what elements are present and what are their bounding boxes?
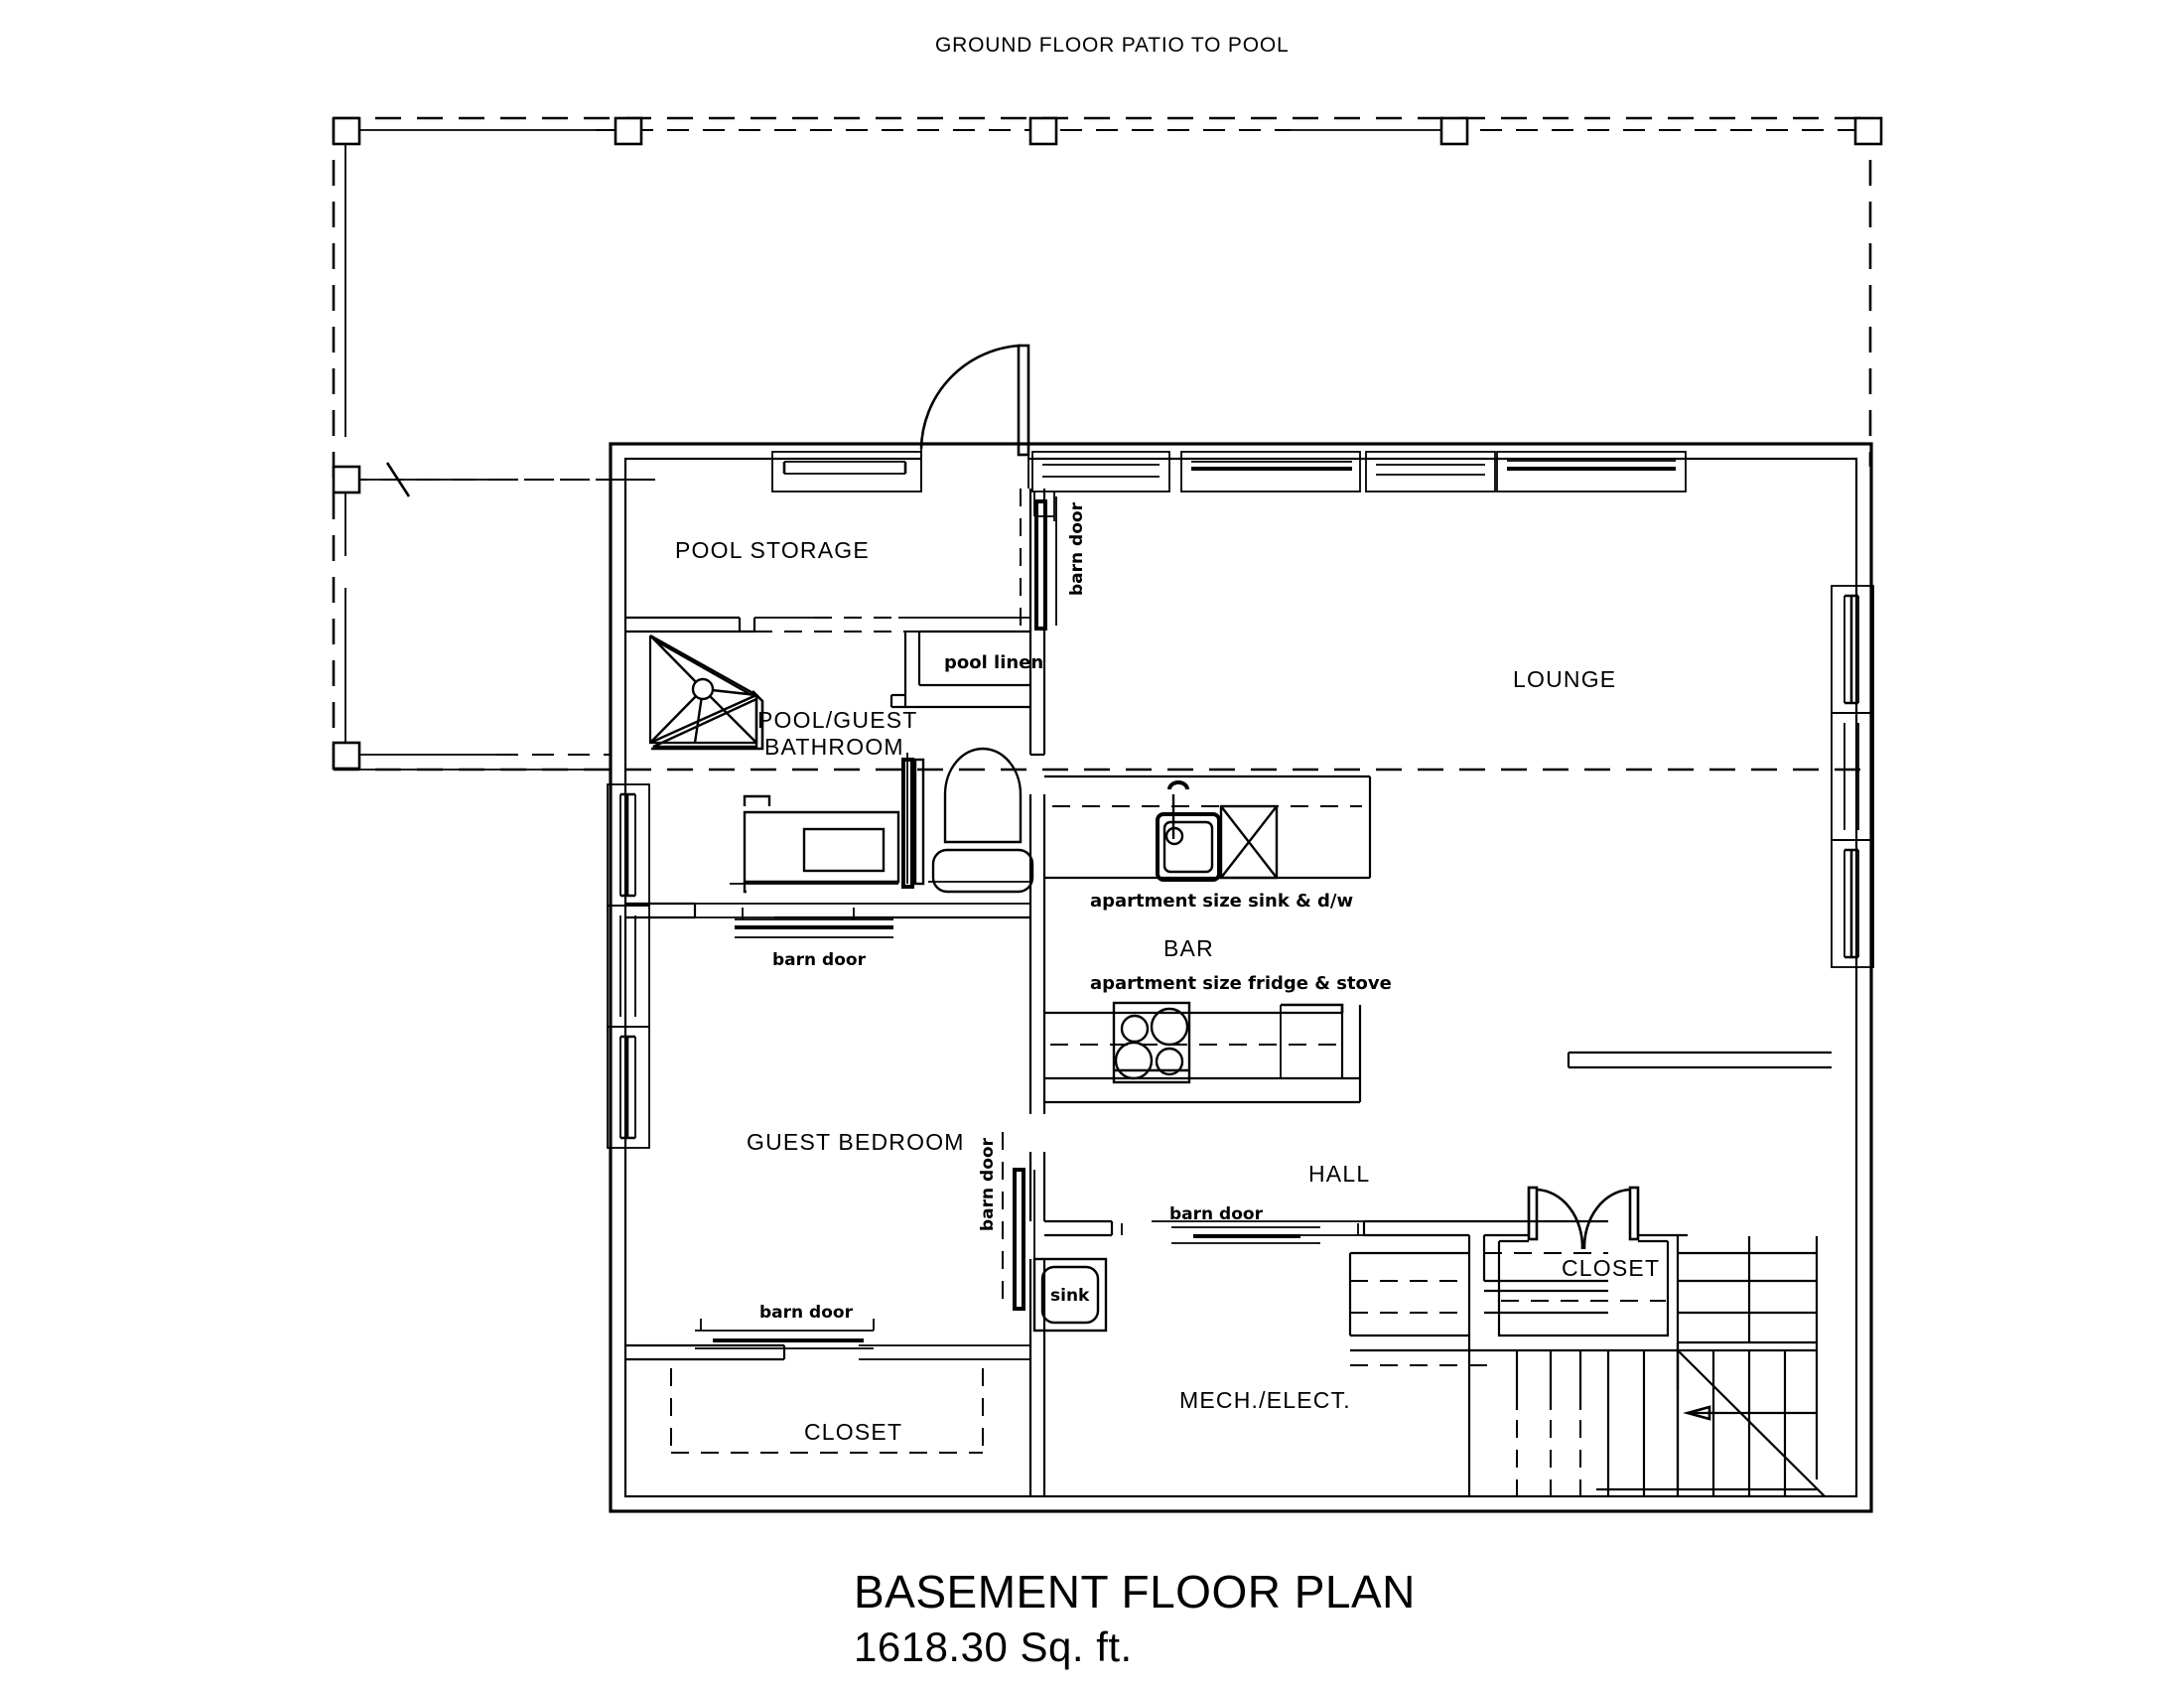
toilet xyxy=(901,747,1034,894)
corner-shower xyxy=(648,633,764,751)
barn-door-label: barn door xyxy=(1067,501,1087,596)
room-label-pool-guest-bath-1: POOL/GUEST xyxy=(757,707,918,733)
left-wall-windows xyxy=(607,783,650,1149)
utility-sink: sink xyxy=(1032,1257,1108,1333)
barn-door-label: barn door xyxy=(978,1137,998,1231)
bedroom-closet-shelf xyxy=(670,1368,984,1454)
closet-double-swing-left[interactable] xyxy=(1536,1188,1584,1250)
room-label-pool-storage: POOL STORAGE xyxy=(675,537,870,563)
stair-run xyxy=(1489,1236,1826,1509)
pool-linen-label: pool linen xyxy=(944,652,1043,673)
room-label-guest-bedroom: GUEST BEDROOM xyxy=(747,1129,965,1155)
building-envelope xyxy=(609,442,1873,1513)
bar-counter xyxy=(1044,774,1372,880)
room-label-mech-elect: MECH./ELECT. xyxy=(1179,1387,1351,1413)
barn-door-label: barn door xyxy=(772,950,867,970)
mech-equipment xyxy=(1348,1251,1608,1366)
barn-door-label: barn door xyxy=(759,1303,854,1323)
hall-closet xyxy=(1484,1186,1688,1337)
sink-dw-note: apartment size sink & d/w xyxy=(1090,891,1353,912)
right-wall-windows xyxy=(1831,585,1874,968)
dishwasher xyxy=(1219,804,1279,880)
barn-door-bedroom-hall[interactable]: barn door xyxy=(978,1132,1035,1311)
top-wall-openings xyxy=(771,344,1687,521)
sink-label: sink xyxy=(1050,1286,1090,1306)
ground-floor-patio-note: GROUND FLOOR PATIO TO POOL xyxy=(935,34,1289,57)
barn-door-bedroom-closet[interactable]: barn door xyxy=(695,1303,875,1349)
page-title: BASEMENT FLOOR PLAN xyxy=(854,1566,1416,1618)
room-label-bar: BAR xyxy=(1163,935,1214,961)
room-label-closet-bedroom: CLOSET xyxy=(804,1419,902,1445)
barn-door-mech[interactable]: barn door xyxy=(1121,1204,1359,1244)
interior-partitions xyxy=(625,489,1832,1496)
closet-double-swing-right[interactable] xyxy=(1582,1188,1631,1250)
barn-door-label: barn door xyxy=(1169,1204,1264,1224)
room-label-lounge: LOUNGE xyxy=(1513,666,1616,692)
room-label-hall: HALL xyxy=(1308,1161,1370,1187)
fridge-stove-note: apartment size fridge & stove xyxy=(1090,973,1392,994)
area-label: 1618.30 Sq. ft. xyxy=(854,1623,1133,1670)
entry-swing-door[interactable] xyxy=(919,344,1030,457)
bar-sink xyxy=(1156,780,1221,882)
kitchenette-counter xyxy=(1044,1001,1362,1104)
room-label-closet-hall: CLOSET xyxy=(1562,1255,1660,1281)
barn-door-bathroom[interactable]: barn door xyxy=(735,908,893,970)
barn-door-pool-storage[interactable]: barn door xyxy=(1020,489,1087,635)
room-label-pool-guest-bath-2: BATHROOM xyxy=(764,734,904,760)
vanity-sink xyxy=(730,794,900,894)
patio-outline xyxy=(332,116,1883,772)
